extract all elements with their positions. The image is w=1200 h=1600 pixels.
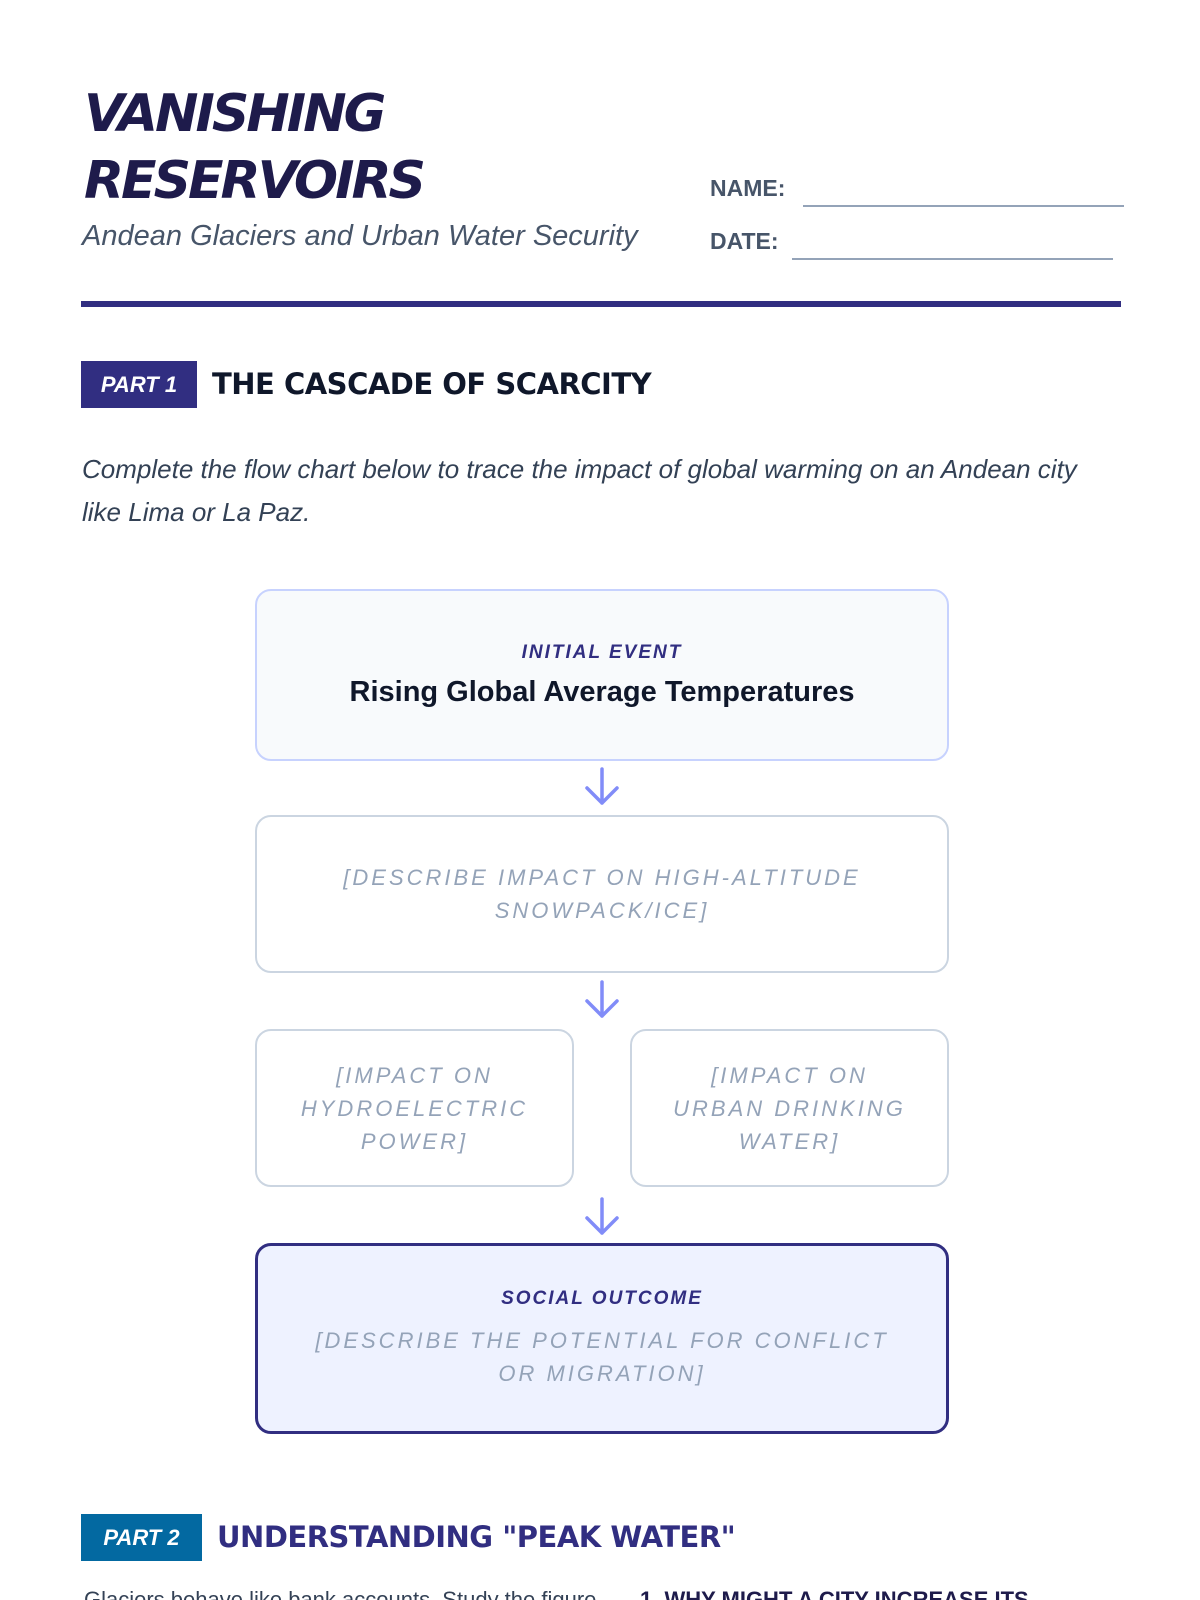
- part-2-intro-text: Glaciers behave like bank accounts. Stud…: [84, 1587, 597, 1600]
- part-1-badge: PART 1: [81, 361, 197, 408]
- initial-event-text: Rising Global Average Temperatures: [349, 675, 855, 708]
- flow-hydroelectric-box[interactable]: [IMPACT ON HYDROELECTRIC POWER]: [255, 1029, 574, 1187]
- worksheet-title-line-2: RESERVOIRS: [84, 151, 426, 211]
- arrow-down-icon: [585, 980, 619, 1018]
- part-2-title: UNDERSTANDING "PEAK WATER": [217, 1520, 736, 1554]
- header-divider: [81, 301, 1121, 307]
- flow-initial-event-box: INITIAL EVENT Rising Global Average Temp…: [255, 589, 949, 761]
- social-outcome-label: SOCIAL OUTCOME: [501, 1287, 703, 1309]
- drinking-water-placeholder: [IMPACT ON URBAN DRINKING WATER]: [673, 1062, 906, 1154]
- date-field[interactable]: [792, 258, 1113, 260]
- name-label: NAME:: [710, 175, 786, 201]
- snowpack-placeholder: [DESCRIBE IMPACT ON HIGH-ALTITUDE SNOWPA…: [343, 865, 861, 923]
- part-2-badge: PART 2: [81, 1514, 202, 1561]
- initial-event-label: INITIAL EVENT: [521, 641, 683, 663]
- hydroelectric-placeholder: [IMPACT ON HYDROELECTRIC POWER]: [300, 1062, 529, 1154]
- social-outcome-placeholder: [DESCRIBE THE POTENTIAL FOR CONFLICT OR …: [315, 1327, 889, 1386]
- flow-drinking-water-box[interactable]: [IMPACT ON URBAN DRINKING WATER]: [630, 1029, 949, 1187]
- worksheet-title-line-1: VANISHING: [84, 84, 386, 144]
- part-1-instructions: Complete the flow chart below to trace t…: [82, 454, 1077, 527]
- arrow-down-icon: [585, 767, 619, 805]
- flow-snowpack-box[interactable]: [DESCRIBE IMPACT ON HIGH-ALTITUDE SNOWPA…: [255, 815, 949, 973]
- date-label: DATE:: [710, 228, 779, 254]
- arrow-down-icon: [585, 1197, 619, 1235]
- question-1-text: 1. WHY MIGHT A CITY INCREASE ITS: [640, 1587, 1029, 1600]
- flow-social-outcome-box[interactable]: SOCIAL OUTCOME [DESCRIBE THE POTENTIAL F…: [255, 1243, 949, 1434]
- name-field[interactable]: [803, 205, 1124, 207]
- part-1-title: THE CASCADE OF SCARCITY: [212, 367, 652, 401]
- worksheet-subtitle: Andean Glaciers and Urban Water Security: [82, 220, 638, 252]
